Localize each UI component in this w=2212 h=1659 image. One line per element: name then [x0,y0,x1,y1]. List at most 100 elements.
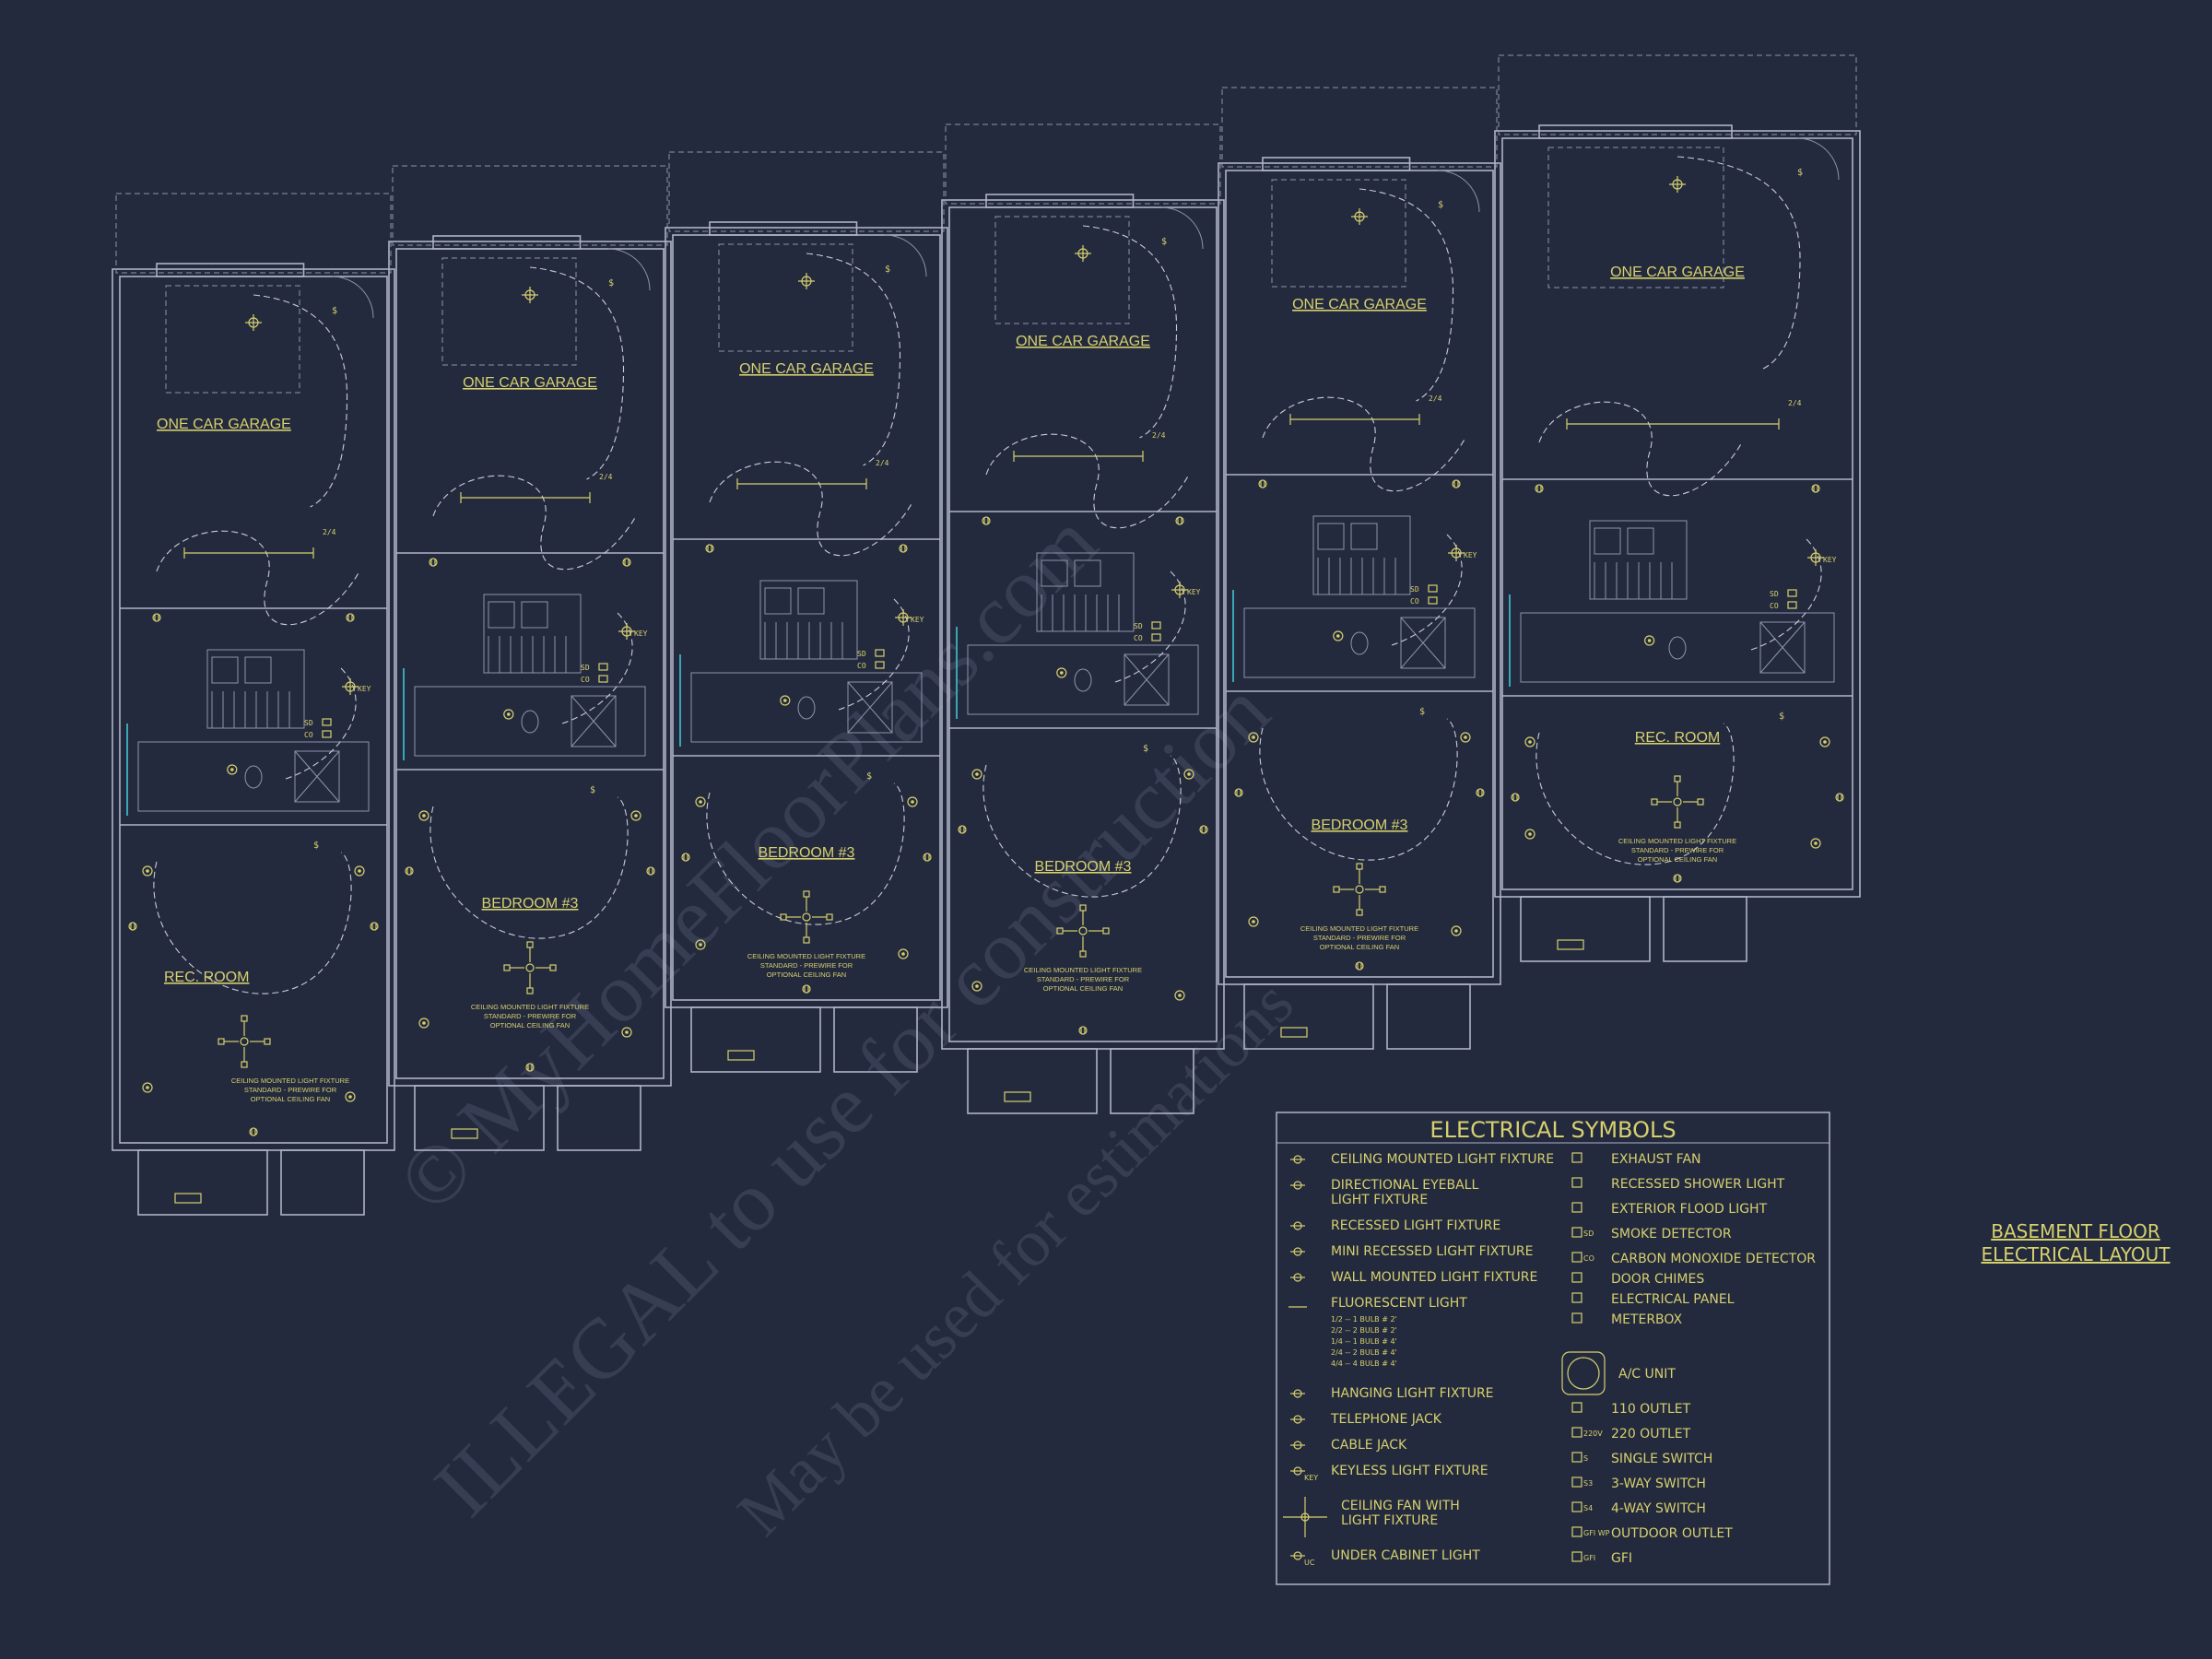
rec-room-label: REC. ROOM [1635,730,1720,746]
co-detector-tag: CO [857,662,866,670]
shower-light-icon [1571,1177,1583,1188]
keyless-light-icon [342,678,359,695]
ceiling-light-icon [1669,176,1686,193]
toilet [797,696,816,720]
keyless-light-icon [895,609,912,626]
bath-area [1243,607,1476,678]
fluorescent-sub-label: 2/4 -- 2 BULB # 4' [1331,1348,1397,1357]
legend-label: OUTDOOR OUTLET [1611,1526,1733,1541]
fan-hub [1673,797,1682,806]
recessed-light-icon [1819,736,1830,747]
outlet-ring [646,866,655,876]
switch-icon: $ [313,841,319,851]
recessed-dot [1060,671,1064,675]
outlet-ring [1673,874,1682,883]
recessed-dot [975,772,979,776]
outlet-ring [1355,961,1364,971]
outlet-ring [429,558,438,567]
overhang-outline [392,165,668,246]
recessed-light-icon [1290,1221,1305,1230]
legend-label: FLUORESCENT LIGHT [1331,1296,1467,1311]
legend-label-2: LIGHT FIXTURE [1331,1193,1428,1207]
garage-label: ONE CAR GARAGE [463,375,597,391]
legend-symbol-tag: S4 [1583,1504,1593,1512]
recessed-ring [1810,838,1821,849]
legend-row: EXHAUST FAN [1571,1152,1701,1167]
legend-row: DOOR CHIMES [1571,1272,1704,1287]
recessed-ring [907,796,918,807]
ceiling-fan-icon [218,1015,271,1068]
shower-x2 [571,695,617,747]
garage-door [985,194,1135,208]
overhang-outline [1498,54,1857,135]
outlet-icon [1199,825,1208,834]
recessed-light-icon [780,695,791,706]
legend-symbol-box [1571,1452,1583,1463]
fan-tip-3 [218,1038,225,1045]
legend-row: RECESSED LIGHT FIXTURE [1290,1218,1500,1233]
legend-row: RECESSED SHOWER LIGHT [1571,1177,1785,1192]
wire-door [1677,156,1801,370]
recessed-ring [1056,667,1067,678]
outlet-ring [958,825,967,834]
wire-garage [156,530,360,626]
recessed-dot [358,869,361,873]
window-well [1243,983,1374,1050]
overhang-outline [668,151,945,232]
wire-door [1082,225,1178,439]
legend-row: METERBOX [1571,1312,1683,1327]
fan-tip-3 [1333,886,1340,893]
fan-note-line: STANDARD - PREWIRE FOR [1037,975,1130,983]
recessed-light-icon [1451,925,1462,936]
window-well-2 [557,1085,641,1151]
recessed-light-icon [898,948,909,959]
legend-symbol-box [1571,1312,1583,1324]
recessed-light-icon [630,810,641,821]
storage-box [211,656,239,684]
outlet-icon [152,613,161,622]
car-outline [441,257,577,366]
keyless-light-icon [618,623,635,640]
outlet-ring [152,613,161,622]
garage-label: ONE CAR GARAGE [1610,265,1745,280]
legend-label: ELECTRICAL PANEL [1611,1292,1735,1307]
sheet-title: BASEMENT FLOOR ELECTRICAL LAYOUT [1982,1220,2171,1265]
outdoor-outlet-icon [1571,1526,1583,1537]
legend-symbol-box [1571,1526,1583,1537]
legend-label: CARBON MONOXIDE DETECTOR [1611,1252,1816,1266]
garage-label: ONE CAR GARAGE [1292,297,1427,312]
mech-box [244,656,272,684]
fan-tip-3 [503,964,511,971]
recessed-dot [1823,740,1827,744]
recessed-ring [898,948,909,959]
recessed-ring [142,865,153,877]
telephone-jack-icon [1290,1415,1305,1424]
fluorescent-sub-label: 2/2 -- 2 BULB # 2' [1331,1326,1397,1335]
smoke-detector-icon [875,649,885,657]
mech-box [1074,559,1101,587]
recessed-light-icon [354,865,365,877]
keyless-light-icon [1448,545,1465,561]
fan-tip-2 [803,936,810,944]
fan-hub [1355,885,1364,894]
shower-x2 [1400,617,1446,669]
wire-garage [432,475,637,571]
outlet-icon [681,853,690,862]
outlet-ring [1078,1026,1088,1035]
legend-label: MINI RECESSED LIGHT FIXTURE [1331,1244,1534,1259]
recessed-ring [227,764,238,775]
outlet-ring [128,922,137,931]
legend-label: METERBOX [1611,1312,1683,1327]
toilet [1350,631,1369,655]
switch-glyph: $ [332,306,337,316]
outlet-icon [128,922,137,931]
outlet-icon [1355,961,1364,971]
fluorescent-sub-label: 1/4 -- 1 BULB # 4' [1331,1337,1397,1346]
garage-label: ONE CAR GARAGE [739,361,874,377]
outlet-icon [370,922,379,931]
outlet-ring [1234,788,1243,797]
keyless-tag: KEY [358,685,371,693]
